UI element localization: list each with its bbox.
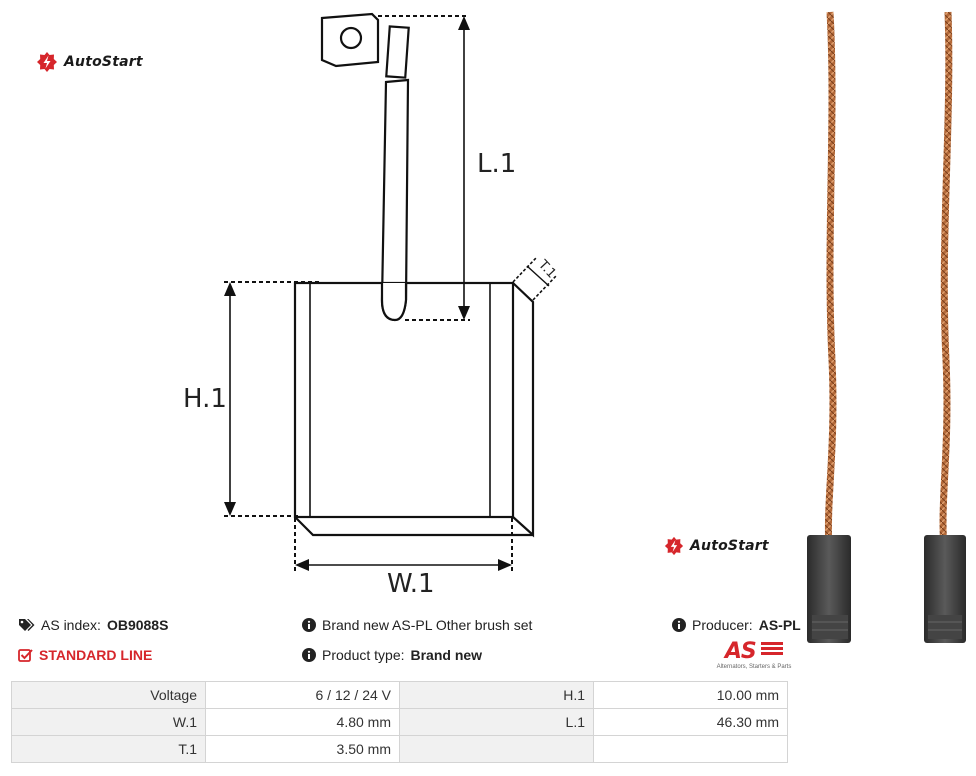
product-description: Brand new AS-PL Other brush set: [302, 617, 532, 633]
product-type-value: Brand new: [410, 647, 483, 663]
spec-label: L.1: [399, 708, 594, 736]
producer-value: AS-PL: [758, 617, 801, 633]
spec-label: Voltage: [11, 681, 206, 709]
producer-tagline: Alternators, Starters & Parts: [716, 664, 792, 670]
spec-value: 46.30 mm: [593, 708, 788, 736]
producer: Producer: AS-PL: [672, 617, 801, 633]
spec-label: [399, 735, 594, 763]
autostart-logo-icon: [664, 536, 684, 556]
producer-logo: AS Alternators, Starters & Parts: [716, 639, 792, 670]
product-line: STANDARD LINE: [18, 647, 152, 663]
product-type: Product type: Brand new: [302, 647, 482, 663]
checkbox-checked-icon: [18, 649, 33, 662]
brand-name: AutoStart: [64, 54, 143, 70]
spec-value: 4.80 mm: [205, 708, 400, 736]
brand-logo: AutoStart: [36, 51, 143, 73]
height-label: H.1: [183, 384, 227, 414]
product-line-label: STANDARD LINE: [39, 647, 153, 663]
spec-table: Voltage 6 / 12 / 24 V H.1 10.00 mm W.1 4…: [11, 681, 788, 763]
spec-label: T.1: [11, 735, 206, 763]
producer-logo-text: AS: [724, 639, 757, 664]
brush-body: [293, 281, 515, 519]
producer-logo-stripes: [761, 642, 784, 656]
as-index-label: AS index:: [41, 617, 101, 633]
info-circle-icon: [302, 618, 316, 632]
table-row: W.1 4.80 mm L.1 46.30 mm: [11, 708, 788, 736]
spec-value: 6 / 12 / 24 V: [205, 681, 400, 709]
width-label: W.1: [387, 569, 435, 595]
terminal-hole: [339, 26, 363, 50]
spec-value: 3.50 mm: [205, 735, 400, 763]
spec-label: W.1: [11, 708, 206, 736]
info-circle-icon: [672, 618, 686, 632]
description-text: Brand new AS-PL Other brush set: [322, 617, 533, 633]
brand-name: AutoStart: [690, 538, 769, 554]
info-circle-icon: [302, 648, 316, 662]
length-label: L.1: [477, 149, 516, 179]
tags-icon: [19, 619, 35, 631]
spec-value: [593, 735, 788, 763]
spec-label: H.1: [399, 681, 594, 709]
table-row: T.1 3.50 mm: [11, 735, 788, 763]
spec-value: 10.00 mm: [593, 681, 788, 709]
as-index: AS index: OB9088S: [18, 617, 168, 633]
as-index-value: OB9088S: [106, 617, 169, 633]
producer-label: Producer:: [692, 617, 753, 633]
table-row: Voltage 6 / 12 / 24 V H.1 10.00 mm: [11, 681, 788, 709]
watermark-logo: AutoStart: [664, 536, 769, 556]
product-type-label: Product type:: [322, 647, 405, 663]
product-photo: [807, 11, 966, 643]
autostart-logo-icon: [37, 52, 57, 72]
brush-dimension-diagram: L.1 H.1 W.1 T.1: [183, 12, 559, 595]
